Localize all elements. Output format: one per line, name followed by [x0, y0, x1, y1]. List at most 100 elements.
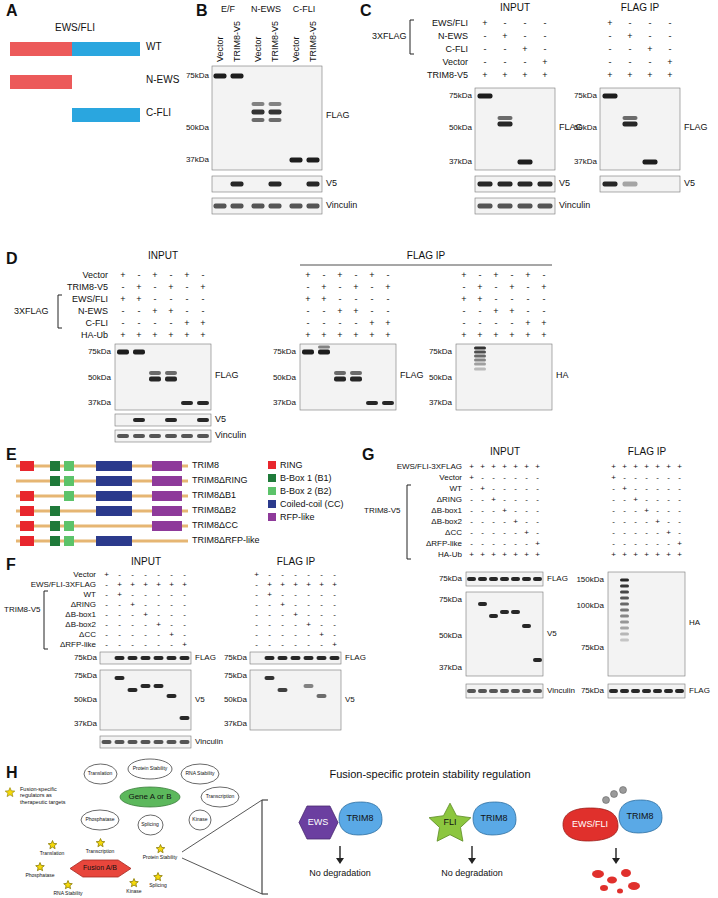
node-text: Splicing	[149, 883, 167, 889]
text-label: 75kDa	[581, 643, 604, 652]
legend-star	[4, 786, 16, 798]
plus-minus-sign: -	[307, 306, 310, 316]
plus-minus-sign: -	[536, 473, 539, 482]
plus-minus-sign: -	[157, 590, 160, 599]
protein-domain	[96, 536, 132, 546]
protein-band	[265, 676, 275, 680]
plus-minus-sign: -	[186, 282, 189, 292]
plus-minus-sign: +	[491, 462, 496, 471]
plus-minus-sign: +	[156, 620, 161, 629]
plus-minus-sign: -	[495, 294, 498, 304]
plus-minus-sign: -	[333, 610, 336, 619]
protein-band	[115, 656, 125, 660]
legend-text: Coiled-coil (CC)	[280, 499, 344, 509]
text-label: FLAG	[689, 686, 710, 695]
regulator-circle: Kinase	[188, 809, 212, 831]
protein-band	[133, 434, 145, 438]
plus-minus-sign: -	[645, 517, 648, 526]
text-label: TRIM8-V5	[4, 605, 40, 614]
legend-text: RING	[280, 460, 303, 470]
bracket-line	[44, 591, 48, 592]
text-label: 75kDa	[574, 91, 597, 100]
blot-frame	[608, 572, 685, 676]
plus-minus-sign: +	[280, 580, 285, 589]
legend-text: RFP-like	[280, 512, 315, 522]
zoom-bracket	[261, 800, 262, 894]
plus-minus-sign: -	[144, 590, 147, 599]
text-label: 37kDa	[429, 398, 452, 407]
blot-frame	[212, 198, 322, 214]
node-text: Transcription	[86, 849, 115, 855]
plus-minus-sign: -	[105, 630, 108, 639]
plus-minus-sign: -	[294, 620, 297, 629]
plus-minus-sign: -	[183, 590, 186, 599]
plus-minus-sign: +	[461, 294, 466, 304]
blot-frame	[115, 344, 211, 410]
plus-minus-sign: -	[612, 517, 615, 526]
regulator-star: Splicing	[148, 871, 168, 889]
plus-minus-sign: -	[320, 610, 323, 619]
plus-minus-sign: -	[157, 610, 160, 619]
plus-minus-sign: -	[479, 318, 482, 328]
plus-minus-sign: -	[183, 600, 186, 609]
plus-minus-sign: -	[514, 528, 517, 537]
plus-minus-sign: +	[535, 539, 540, 548]
protein-band	[511, 577, 520, 581]
node-text: Splicing	[141, 822, 159, 828]
bracket-line	[407, 559, 411, 560]
plus-minus-sign: -	[623, 495, 626, 504]
protein-band	[141, 656, 151, 660]
plus-minus-sign: -	[492, 506, 495, 515]
protein-band	[478, 94, 493, 99]
text-label: 150kDa	[576, 575, 604, 584]
plus-minus-sign: -	[514, 539, 517, 548]
blot-frame	[600, 176, 680, 192]
plus-minus-sign: -	[320, 570, 323, 579]
plus-minus-sign: +	[622, 550, 627, 559]
node-shape	[48, 841, 57, 849]
plus-minus-sign: +	[633, 462, 638, 471]
plus-minus-sign: +	[666, 550, 671, 559]
text-label: FLAG	[195, 653, 216, 662]
protein-band	[620, 633, 629, 636]
protein-band	[317, 656, 327, 660]
plus-minus-sign: -	[645, 495, 648, 504]
plus-minus-sign: -	[623, 517, 626, 526]
plus-minus-sign: -	[656, 484, 659, 493]
plus-minus-sign: +	[184, 318, 189, 328]
plus-minus-sign: -	[387, 306, 390, 316]
lane-label: Vector	[253, 36, 263, 62]
plus-minus-sign: -	[255, 640, 258, 649]
protein-band	[643, 160, 658, 165]
plus-minus-sign: +	[469, 473, 474, 482]
star-icon	[154, 873, 163, 881]
text-label: 37kDa	[74, 719, 97, 728]
text-label: No degradation	[309, 868, 371, 878]
plus-minus-sign: -	[387, 270, 390, 280]
protein-band	[498, 204, 513, 209]
protein-band	[117, 350, 129, 355]
text-label: Fusion-specific protein stability regula…	[329, 768, 530, 781]
text-label: FLAG IP	[628, 446, 666, 458]
protein-band	[165, 434, 177, 438]
plus-minus-sign: -	[481, 517, 484, 526]
text-label: 37kDa	[224, 719, 247, 728]
plus-minus-sign: -	[536, 528, 539, 537]
protein-domain	[64, 491, 74, 501]
protein-band	[382, 401, 394, 405]
plus-minus-sign: -	[667, 484, 670, 493]
protein-band	[165, 371, 177, 375]
bracket-line	[410, 54, 414, 55]
plus-minus-sign: -	[481, 539, 484, 548]
node-shape	[473, 802, 516, 835]
plus-minus-sign: -	[118, 620, 121, 629]
plus-minus-sign: -	[504, 18, 507, 28]
plus-minus-sign: -	[629, 44, 632, 54]
plus-minus-sign: +	[627, 31, 632, 41]
star-icon	[36, 863, 45, 871]
plus-minus-sign: +	[480, 484, 485, 493]
text-label: HA	[556, 370, 569, 380]
plus-minus-sign: -	[183, 630, 186, 639]
plus-minus-sign: -	[495, 318, 498, 328]
text-label: WT	[450, 484, 462, 493]
